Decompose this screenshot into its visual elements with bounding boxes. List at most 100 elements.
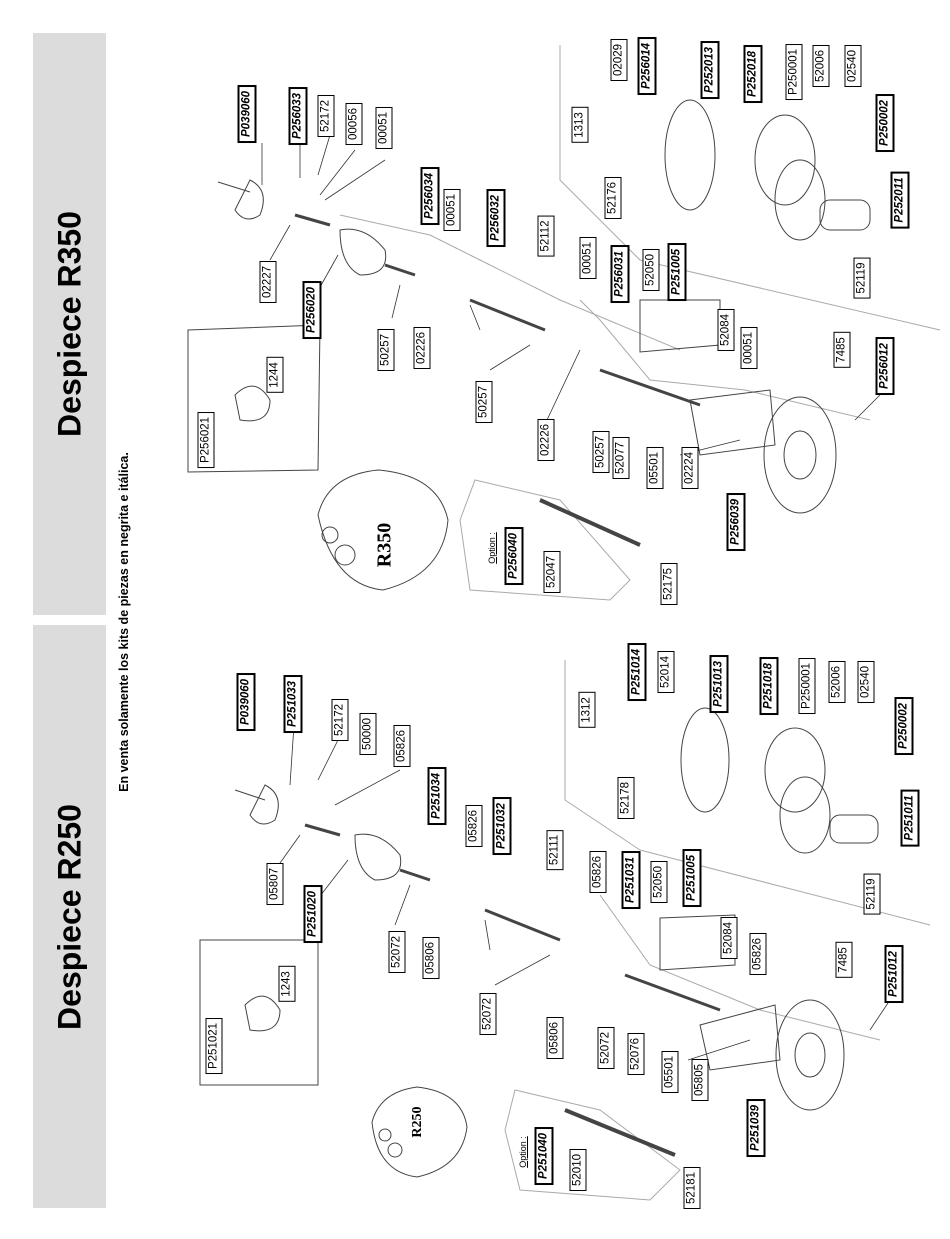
r250-kit-P251012: P251012	[884, 944, 904, 1004]
r250-kit-P251020: P251020	[303, 884, 323, 944]
r250-part-52111: 52111	[546, 829, 564, 871]
r350-kit-P039060: P039060	[237, 84, 257, 144]
r350-part-52175: 52175	[660, 563, 678, 605]
r250-bracket-box2	[699, 1004, 781, 1071]
r350-hub	[339, 228, 387, 276]
r350-kit-P256039: P256039	[726, 492, 746, 552]
r350-bracket-box2	[689, 389, 776, 456]
r250-part-P250001: P250001	[798, 657, 816, 715]
r350-shaft	[469, 298, 546, 332]
r350-part-02227: 02227	[259, 261, 277, 303]
r250-part-52014: 52014	[657, 651, 675, 693]
r250-bearing	[244, 995, 281, 1032]
r250-part-05826-c: 05826	[589, 851, 607, 893]
r350-part-50257-c: 50257	[592, 431, 610, 473]
r250-part-52072-c: 52072	[597, 1027, 615, 1069]
r350-part-52112: 52112	[537, 215, 555, 257]
r350-kit-P256020: P256020	[302, 280, 322, 340]
r350-part-P250001: P250001	[785, 43, 803, 101]
r250-kit-P251034: P251034	[427, 766, 447, 826]
r250-reel-disc	[680, 707, 730, 813]
r250-part-05826-d: 05826	[749, 933, 767, 975]
r250-kit-P251039: P251039	[746, 1098, 766, 1158]
r250-part-05826-b: 05826	[465, 805, 483, 847]
r250-part-52072: 52072	[388, 931, 406, 973]
r350-part-1244: 1244	[266, 357, 284, 393]
r250-part-52076: 52076	[627, 1033, 645, 1075]
r250-option-tube	[564, 1108, 676, 1157]
r250-option-box	[504, 1089, 681, 1201]
r250-kit-P251005: P251005	[682, 848, 702, 908]
r250-part-05806-b: 05806	[546, 1017, 564, 1059]
r350-reel-drum	[763, 396, 837, 514]
r350-part-00056: 00056	[345, 103, 363, 145]
title-band-r250: Despiece R250	[33, 625, 106, 1208]
r350-kit-P256040: P256040	[504, 526, 524, 586]
r350-part-02226: 02226	[413, 327, 431, 369]
r250-outline-template	[371, 1086, 468, 1178]
r350-part-02029: 02029	[610, 39, 628, 81]
r350-bracket-box	[639, 299, 721, 353]
r250-kit-P251040: P251040	[534, 1126, 554, 1186]
r250-part-P251021: P251021	[205, 1017, 223, 1075]
option-label-r250: Option :	[518, 1136, 528, 1168]
r250-part-52181: 52181	[683, 1167, 701, 1209]
r250-kit-P251011: P251011	[900, 789, 920, 847]
r250-part-1312: 1312	[578, 692, 596, 728]
r250-part-52010: 52010	[569, 1149, 587, 1191]
badge-r350: R350	[373, 522, 396, 568]
r250-crank	[234, 784, 279, 825]
r250-motor	[829, 814, 879, 844]
r350-kit-P252018: P252018	[743, 44, 763, 104]
r350-part-00051-b: 00051	[443, 189, 461, 231]
r250-part-05807: 05807	[266, 863, 284, 905]
r350-motor	[819, 199, 871, 231]
r350-kit-P252011: P252011	[890, 171, 910, 229]
r350-kit-P256033: P256033	[288, 86, 308, 146]
r350-part-00051-c: 00051	[579, 237, 597, 279]
r250-part-52006: 52006	[828, 661, 846, 703]
r250-part-05805: 05805	[691, 1059, 709, 1101]
r350-part-52084: 52084	[717, 309, 735, 351]
r250-part-1243: 1243	[278, 966, 296, 1002]
r350-part-00051-d: 00051	[740, 327, 758, 369]
r350-part-52077: 52077	[612, 437, 630, 479]
r250-kit-P251033: P251033	[283, 674, 303, 734]
r350-bearing	[234, 385, 271, 422]
r250-part-50000: 50000	[359, 713, 377, 755]
r350-crank	[217, 179, 264, 220]
r350-kit-P256031: P256031	[610, 244, 630, 304]
r250-kit-P251032: P251032	[492, 796, 512, 856]
r250-frame-loop	[764, 727, 826, 813]
r250-kit-P039060: P039060	[236, 672, 256, 732]
r350-part-1313: 1313	[571, 107, 589, 143]
r250-part-52172: 52172	[331, 699, 349, 741]
r250-part-05806: 05806	[422, 937, 440, 979]
title-band-r350: Despiece R350	[33, 33, 106, 615]
r350-part-52176: 52176	[604, 177, 622, 219]
r350-part-00051: 00051	[375, 107, 393, 149]
r350-kit-P252013: P252013	[700, 40, 720, 100]
r350-part-52172: 52172	[317, 95, 335, 137]
r250-part-05826: 05826	[393, 725, 411, 767]
r250-bracket-box	[659, 914, 736, 971]
r250-kit-P251014: P251014	[627, 642, 647, 702]
r350-part-02226-b: 02226	[537, 419, 555, 461]
r350-kit-P256032: P256032	[486, 188, 506, 248]
r350-part-P256021: P256021	[197, 411, 215, 469]
r250-reel-drum	[775, 999, 845, 1111]
r350-kit-P251005: P251005	[667, 242, 687, 302]
r250-part-52084: 52084	[720, 917, 738, 959]
r350-kit-P256034: P256034	[420, 166, 440, 226]
r350-kit-P256012: P256012	[875, 336, 895, 396]
badge-r250: R250	[410, 1106, 425, 1138]
option-label-r350: Option :	[487, 532, 497, 564]
r250-detail-box	[199, 939, 319, 1086]
r250-part-52072-b: 52072	[479, 993, 497, 1035]
r350-part-52006: 52006	[812, 45, 830, 87]
r250-shaft	[484, 908, 561, 942]
r250-part-02540: 02540	[857, 661, 875, 703]
r350-outline-template	[317, 469, 449, 591]
